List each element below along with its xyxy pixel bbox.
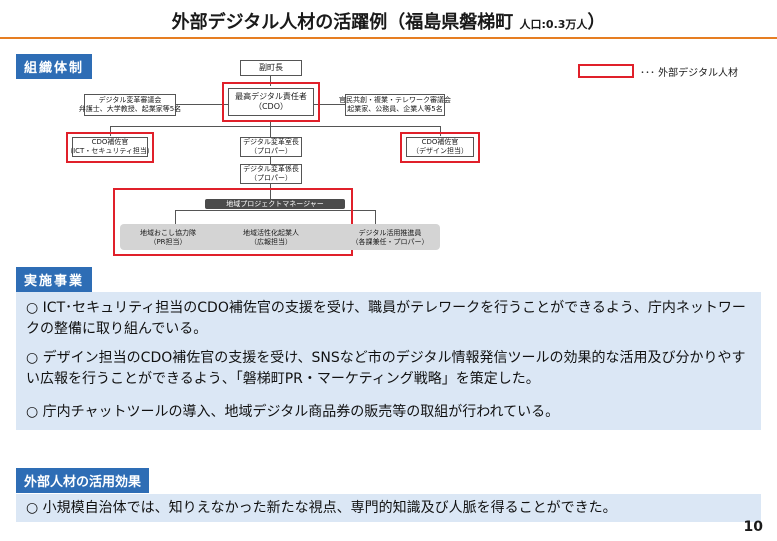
node-cdo-aide-ict: CDO補佐官 （ICT・セキュリティ担当）: [66, 137, 154, 157]
effects-panel: [16, 494, 761, 522]
project-item: ○ デザイン担当のCDO補佐官の支援を受け、SNSなど市のデジタル情報発信ツール…: [26, 350, 746, 387]
highlight-cdo-aide-design: [400, 132, 480, 163]
legend-swatch: [578, 64, 634, 78]
node-label: 地域おこし協力隊: [140, 229, 196, 237]
node-sublabel: 起業家、公務員、企業人等5名: [347, 105, 443, 113]
node-sublabel: 弁護士、大学教授、起業家等5名: [78, 105, 182, 113]
highlight-cdo-aide-ict: [66, 132, 154, 163]
node-digital-promoter: デジタル活用推進員 （各課兼任・プロパー）: [350, 229, 430, 247]
node-telework-council: 官民共創・複業・テレワーク審議会 起業家、公務員、企業人等5名: [339, 94, 451, 116]
highlight-cdo: [222, 82, 320, 122]
node-dx-office-head: デジタル変革室長 （プロパー）: [240, 137, 302, 157]
node-digital-council: デジタル変革審議会 弁護士、大学教授、起業家等5名: [79, 94, 181, 116]
node-dx-section-head: デジタル変革係長 （プロパー）: [240, 164, 302, 184]
section-label-org: 組織体制: [16, 54, 93, 79]
title-divider: [0, 37, 777, 39]
node-label: 最高デジタル責任者: [235, 92, 307, 101]
node-label: デジタル変革係長: [243, 165, 299, 174]
legend-text: ･･･ 外部デジタル人材: [640, 68, 738, 79]
team-bar: [120, 224, 440, 250]
node-revitalization: 地域活性化起業人 （広報担当）: [236, 229, 306, 247]
node-label: 官民共創・複業・テレワーク審議会: [339, 96, 451, 105]
node-sublabel: （広報担当）: [250, 237, 292, 246]
connector: [270, 120, 271, 200]
projects-panel: [16, 292, 761, 430]
node-sublabel: （プロパー）: [250, 174, 292, 182]
project-item: ○ ICT･セキュリティ担当のCDO補佐官の支援を受け、職員がテレワークを行うこ…: [26, 300, 746, 337]
connector: [440, 126, 441, 136]
node-cooperation-corps: 地域おこし協力隊 （PR担当）: [138, 229, 198, 247]
connector: [375, 210, 376, 224]
title-close: ）: [587, 12, 606, 33]
node-sublabel: （PR担当）: [149, 237, 187, 246]
node-sublabel: （プロパー）: [250, 147, 292, 155]
page-number: 10: [743, 519, 763, 535]
connector: [270, 76, 271, 86]
connector: [175, 210, 176, 224]
node-label: CDO補佐官: [421, 138, 459, 147]
node-sublabel: （デザイン担当）: [412, 147, 468, 155]
project-item: ○ 庁内チャットツールの導入、地域デジタル商品券の販売等の取組が行われている。: [26, 404, 560, 420]
org-chart: 副町長 デジタル変革審議会 弁護士、大学教授、起業家等5名 最高デジタル責任者 …: [0, 0, 777, 270]
node-label: デジタル変革審議会: [98, 96, 162, 105]
node-cdo-aide-design: CDO補佐官 （デザイン担当）: [406, 137, 474, 157]
node-label: 地域プロジェクトマネージャー: [226, 200, 324, 208]
node-label: デジタル変革室長: [243, 138, 299, 147]
node-cdo: 最高デジタル責任者 （CDO）: [228, 88, 314, 116]
connector: [110, 126, 440, 127]
connector: [175, 210, 375, 211]
title-population: 人口:0.3万人: [519, 18, 588, 31]
effect-item: ○ 小規模自治体では、知りえなかった新たな視点、専門的知識及び人脈を得ることがで…: [26, 500, 617, 516]
connector: [110, 126, 111, 136]
node-label: 地域活性化起業人: [243, 229, 299, 237]
title-main: 外部デジタル人材の活躍例（福島県磐梯町: [171, 12, 514, 33]
node-label: デジタル活用推進員: [358, 229, 422, 237]
node-label: 副町長: [259, 63, 283, 72]
highlight-regional-team: [113, 188, 353, 256]
node-regional-pm: 地域プロジェクトマネージャー: [205, 199, 345, 209]
page-title: 外部デジタル人材の活躍例（福島県磐梯町 人口:0.3万人）: [0, 8, 777, 34]
node-sublabel: （CDO）: [253, 102, 289, 111]
node-label: CDO補佐官: [91, 138, 129, 147]
node-deputy-mayor: 副町長: [240, 60, 302, 76]
node-sublabel: （各課兼任・プロパー）: [351, 237, 429, 246]
section-label-effects: 外部人材の活用効果: [16, 468, 150, 493]
section-label-projects: 実施事業: [16, 267, 93, 292]
node-sublabel: （ICT・セキュリティ担当）: [66, 147, 154, 155]
